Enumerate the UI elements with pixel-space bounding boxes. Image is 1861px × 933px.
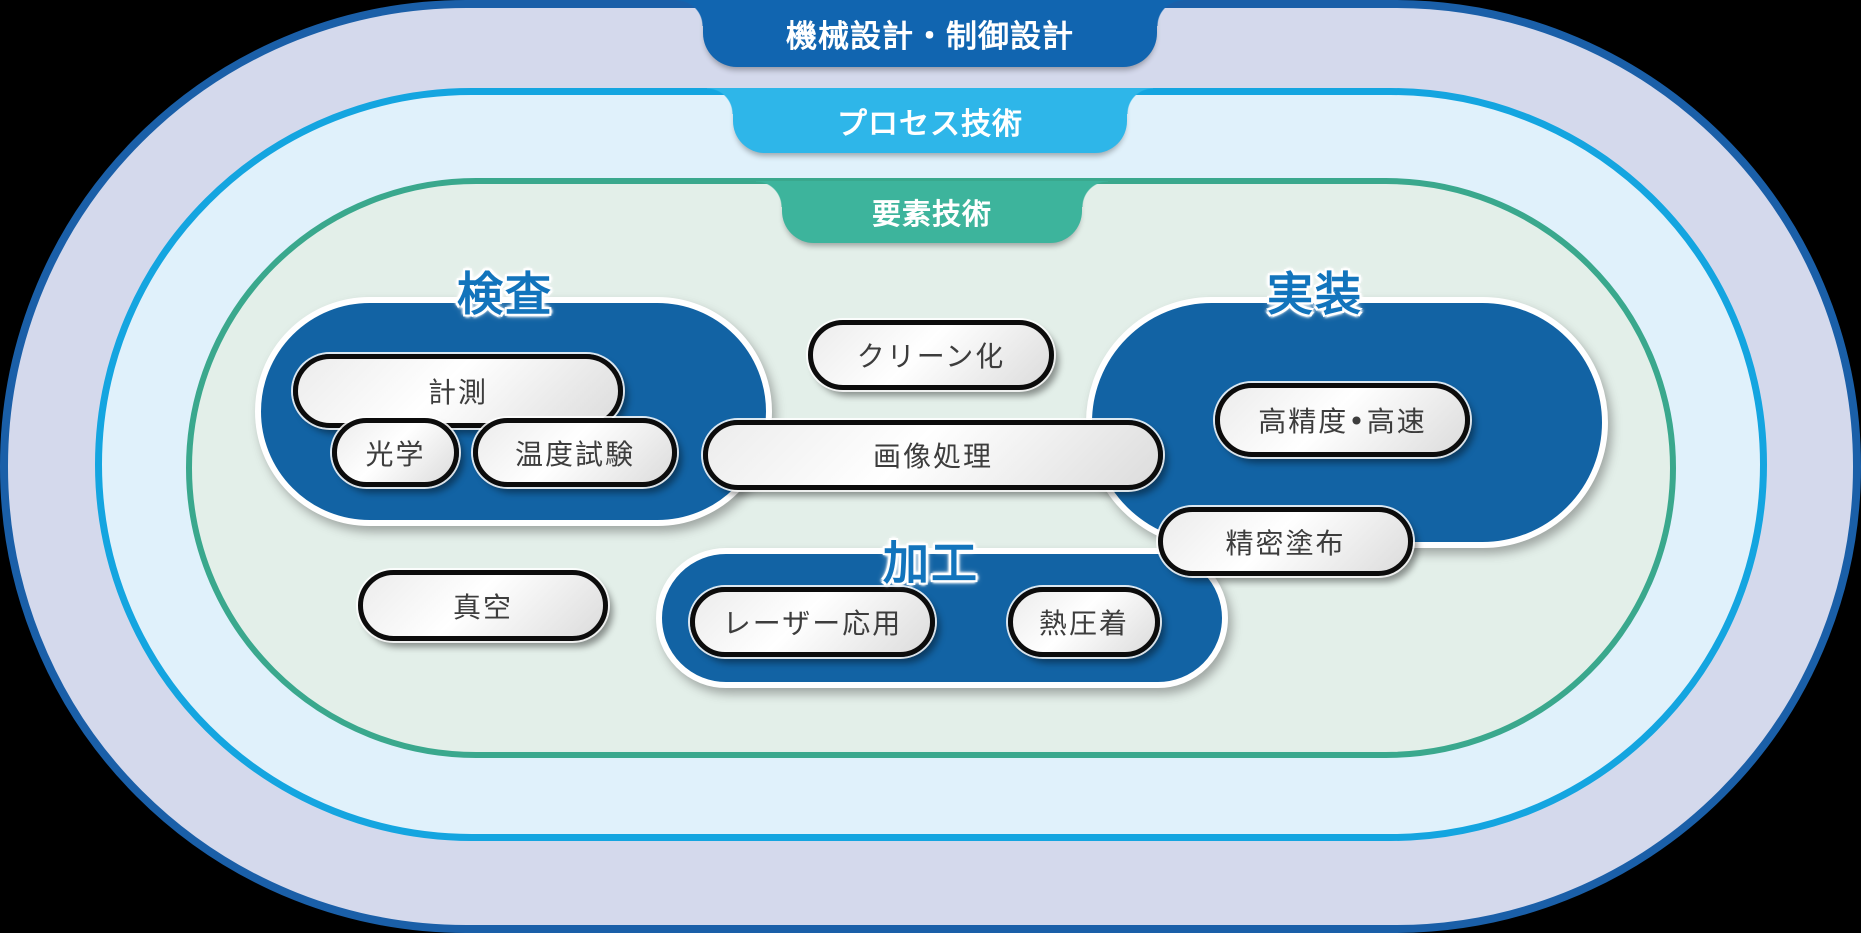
pill-temperature-test-label: 温度試験 <box>514 437 635 471</box>
group-label-mounting: 実装 <box>1267 267 1363 321</box>
tab-machine-design-label: 機械設計・制御設計 <box>786 19 1074 55</box>
pill-high-precision-high-speed-label: 高精度•高速 <box>1258 405 1427 438</box>
pill-vacuum: 真空 <box>358 570 608 641</box>
pill-precision-coating: 精密塗布 <box>1158 507 1413 576</box>
pill-measurement: 計測 <box>293 354 623 428</box>
pill-cleaning: クリーン化 <box>808 320 1054 390</box>
pill-image-processing: 画像処理 <box>703 420 1163 490</box>
pill-optics: 光学 <box>332 418 459 487</box>
group-label-processing: 加工 <box>883 536 979 590</box>
pill-vacuum-label: 真空 <box>452 590 513 624</box>
group-label-inspection: 検査 <box>457 267 553 321</box>
pill-measurement-label: 計測 <box>427 376 488 409</box>
tab-process-tech: プロセス技術 <box>707 88 1153 153</box>
pill-optics-label: 光学 <box>365 437 426 471</box>
pill-high-precision-high-speed: 高精度•高速 <box>1215 383 1470 457</box>
pill-thermocompression-bonding-label: 熱圧着 <box>1038 607 1129 640</box>
tab-element-tech-label: 要素技術 <box>871 197 992 231</box>
pill-temperature-test: 温度試験 <box>473 418 677 487</box>
pill-cleaning-label: クリーン化 <box>856 340 1006 373</box>
pill-laser-application: レーザー応用 <box>690 587 935 657</box>
pill-thermocompression-bonding: 熱圧着 <box>1008 587 1160 657</box>
tab-machine-design: 機械設計・制御設計 <box>677 0 1183 67</box>
pill-precision-coating-label: 精密塗布 <box>1225 526 1346 560</box>
tab-process-tech-label: プロセス技術 <box>837 106 1023 142</box>
tab-element-tech: 要素技術 <box>756 181 1108 243</box>
pill-laser-application-label: レーザー応用 <box>722 607 903 640</box>
pill-image-processing-label: 画像処理 <box>872 440 993 473</box>
